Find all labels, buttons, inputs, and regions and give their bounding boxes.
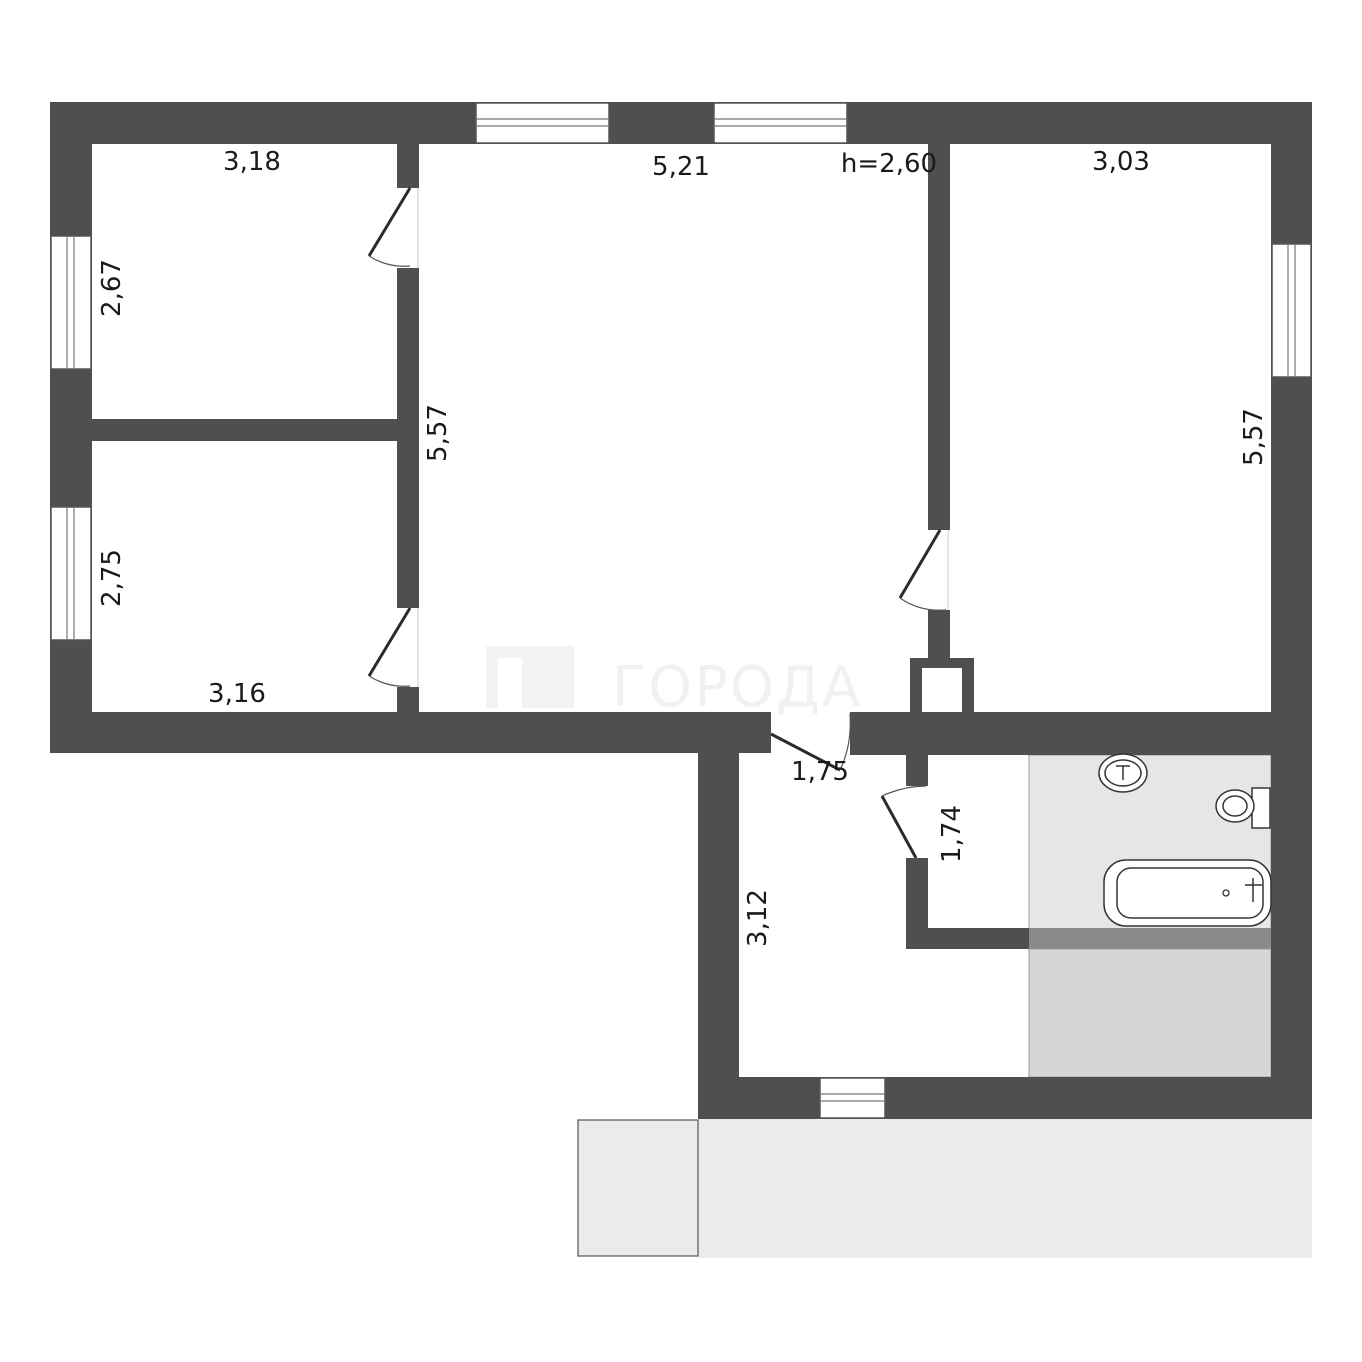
window-left-lower (50, 506, 92, 641)
ceiling-height-label: h=2,60 (841, 149, 937, 179)
door-right-room (898, 529, 949, 611)
dim-hallway-height: 3,12 (743, 889, 773, 947)
dim-top-left-width: 3,18 (223, 147, 281, 177)
dim-toilet-corridor-height: 1,74 (937, 805, 967, 863)
dim-living-height: 5,57 (423, 404, 453, 462)
toilet-icon (1215, 787, 1271, 829)
bathroom (1028, 754, 1272, 1078)
door-top-left-room (367, 187, 419, 268)
dim-right-room-width: 3,03 (1092, 147, 1150, 177)
windows (50, 102, 1312, 1119)
watermark-text: ГОРОДА (612, 655, 862, 720)
door-toilet-corridor (880, 785, 927, 859)
dim-living-width: 5,21 (652, 152, 710, 182)
dim-bottom-left-height: 2,75 (97, 549, 127, 607)
bathtub-icon (1103, 859, 1272, 927)
doors (367, 187, 949, 859)
sink-icon (1098, 753, 1148, 793)
dim-right-room-height: 5,57 (1239, 408, 1269, 466)
window-left-upper (50, 235, 92, 370)
dim-hallway-width: 1,75 (791, 757, 849, 787)
dim-bottom-left-width: 3,16 (208, 679, 266, 709)
window-bottom (819, 1077, 886, 1119)
dim-top-left-height: 2,67 (97, 259, 127, 317)
balcony (577, 1118, 1312, 1258)
watermark-logo: ГОРОДА (486, 646, 862, 720)
dimension-labels: 3,18 2,67 2,75 3,16 5,21 h=2,60 5,57 3,0… (97, 147, 1269, 947)
window-right (1271, 243, 1312, 378)
door-hallway (770, 713, 851, 772)
window-top-right (713, 102, 848, 144)
window-top-left (475, 102, 610, 144)
door-bottom-left-room (367, 607, 419, 687)
